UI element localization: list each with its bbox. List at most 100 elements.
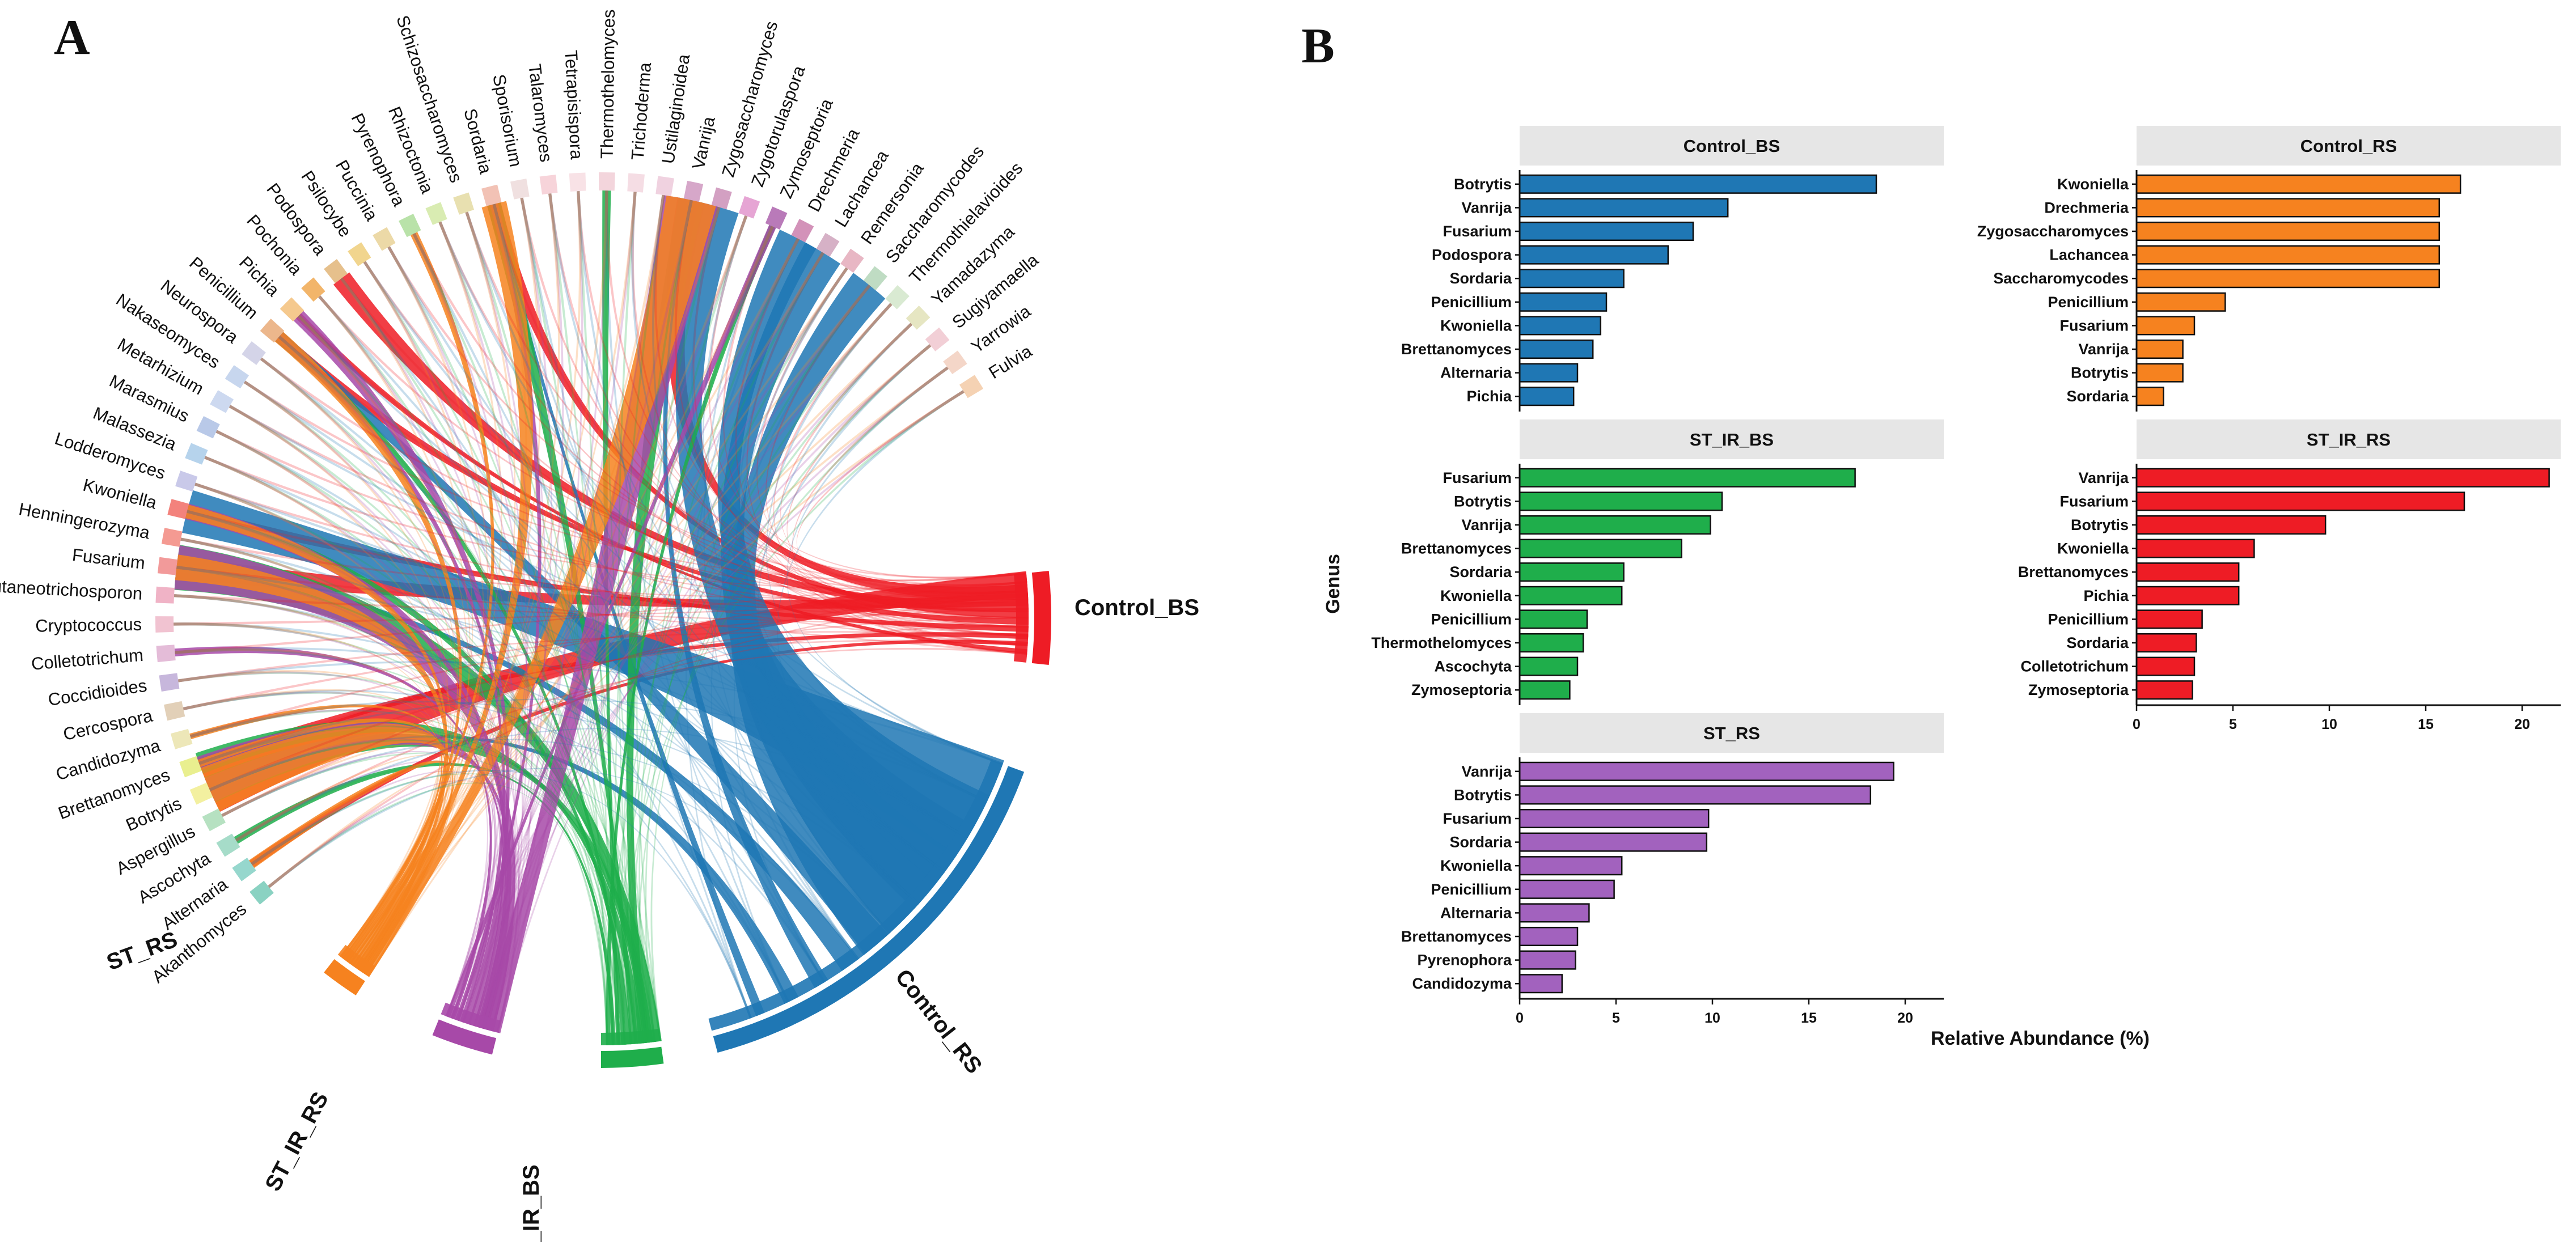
chord-link-pochonia-control-rs — [318, 295, 891, 934]
category-label-st-ir-rs-fusarium: Fusarium — [2059, 493, 2129, 510]
genus-arc-ascochyta — [216, 833, 240, 857]
genus-arc-brettanomyces — [179, 756, 202, 778]
genus-label-cutaneotrichosporon: Cutaneotrichosporon — [0, 575, 143, 604]
category-label-control-bs-botrytis: Botrytis — [1454, 176, 1512, 193]
bar-control-bs-kwoniella — [1518, 316, 1602, 336]
chord-link-remersonia-st-rs — [354, 267, 848, 969]
bar-st-ir-bs-sordaria — [1518, 562, 1625, 582]
genus-arc-aspergillus — [202, 808, 226, 832]
genus-label-coccidioides: Coccidioides — [46, 675, 148, 710]
genus-arc-pichia — [280, 297, 304, 322]
genus-arc-cryptococcus — [155, 616, 174, 633]
chord-ribbon-st-rs-alternaria — [249, 760, 455, 965]
genus-arc-schizosaccharomyces — [453, 192, 475, 215]
category-label-control-rs-fusarium: Fusarium — [2059, 317, 2129, 334]
category-label-st-ir-rs-kwoniella: Kwoniella — [2057, 540, 2129, 557]
category-label-st-rs-brettanomyces: Brettanomyces — [1401, 928, 1512, 945]
genus-label-fusarium: Fusarium — [71, 545, 146, 573]
genus-arc-kwoniella — [167, 499, 189, 519]
genus-arc-lachancea — [816, 232, 840, 257]
genus-arc-sporisorium — [510, 179, 530, 200]
category-label-st-rs-kwoniella: Kwoniella — [1440, 857, 1512, 874]
genus-arc-remersonia — [840, 248, 864, 273]
genus-arc-thermothielavioides — [885, 285, 910, 310]
genus-arc-coccidioides — [159, 673, 180, 692]
bar-st-ir-rs-brettanomyces — [2135, 562, 2240, 582]
category-label-st-ir-bs-penicillium: Penicillium — [1431, 611, 1512, 628]
chord-ribbons — [174, 190, 1029, 1045]
chord-link-sordaria-st-rs — [352, 204, 527, 967]
genus-arc-yarrowia — [943, 350, 967, 375]
x-tick-label-st-rs-5: 5 — [1612, 1010, 1620, 1026]
bar-st-ir-rs-fusarium — [2135, 491, 2465, 511]
genus-arc-thermothelomyces — [598, 172, 615, 191]
chord-link-yamadazyma-control-rs — [758, 323, 920, 905]
genus-label-thermothelomyces: Thermothelomyces — [597, 9, 619, 159]
facet-strip-st-rs — [1520, 713, 1944, 753]
chord-ribbon-control-rs-kwoniella — [182, 490, 1004, 859]
genus-arc-lodderomyces — [175, 470, 198, 492]
chord-link-tetrapisispora-st-ir-bs — [577, 190, 615, 1045]
group-label-control-rs: Control_RS — [890, 965, 987, 1078]
bar-control-rs-zygosaccharomyces — [2135, 221, 2440, 241]
bar-st-rs-sordaria — [1518, 832, 1708, 852]
category-label-control-bs-penicillium: Penicillium — [1431, 294, 1512, 311]
chord-link-zygotorulaspora-control-rs — [702, 215, 946, 874]
bar-st-ir-bs-ascochyta — [1518, 656, 1579, 676]
genus-arc-podospora — [324, 259, 348, 283]
category-label-st-ir-rs-botrytis: Botrytis — [2071, 516, 2129, 533]
chord-link-ascochyta-control-rs — [235, 728, 968, 842]
chord-ribbon-st-ir-rs-zymoseptoria — [446, 224, 776, 1018]
bar-st-rs-vanrija — [1518, 761, 1894, 781]
genus-arc-neurospora — [242, 341, 266, 365]
category-label-control-bs-podospora: Podospora — [1432, 247, 1512, 264]
category-label-st-ir-rs-vanrija: Vanrija — [2078, 469, 2129, 486]
category-label-control-bs-brettanomyces: Brettanomyces — [1401, 341, 1512, 358]
category-label-control-rs-lachancea: Lachancea — [2049, 247, 2129, 264]
category-label-st-ir-rs-penicillium: Penicillium — [2048, 611, 2129, 628]
genus-arc-pochonia — [301, 277, 325, 302]
x-tick-label-st-ir-rs-20: 20 — [2514, 717, 2530, 732]
chord-link-tetrapisispora-control-bs — [577, 190, 1028, 594]
bar-control-bs-sordaria — [1518, 269, 1625, 289]
bar-control-bs-alternaria — [1518, 363, 1579, 383]
genus-arc-nakaseomyces — [225, 365, 249, 389]
category-label-st-ir-bs-brettanomyces: Brettanomyces — [1401, 540, 1512, 557]
category-label-st-rs-sordaria: Sordaria — [1449, 834, 1512, 851]
chord-ribbon-control-bs-podospora — [333, 272, 1029, 613]
facet-control-bs: Control_BSBotrytisVanrijaFusariumPodospo… — [1401, 126, 1944, 412]
chord-ribbon-st-ir-bs-kwoniella — [185, 505, 631, 1045]
category-label-control-rs-sordaria: Sordaria — [2066, 388, 2129, 405]
category-label-st-rs-alternaria: Alternaria — [1440, 904, 1512, 921]
chord-ribbon-st-ir-rs-vanrija — [480, 195, 719, 1033]
x-tick-label-st-ir-rs-5: 5 — [2229, 717, 2237, 732]
category-label-st-ir-rs-sordaria: Sordaria — [2066, 634, 2129, 651]
category-label-st-ir-bs-kwoniella: Kwoniella — [1440, 587, 1512, 604]
category-label-st-rs-candidozyma: Candidozyma — [1412, 975, 1512, 992]
bar-st-ir-bs-zymoseptoria — [1518, 680, 1571, 700]
facet-title-st-rs: ST_RS — [1703, 723, 1760, 743]
chord-link-psilocybe-st-rs — [363, 261, 485, 977]
bar-st-rs-alternaria — [1518, 903, 1590, 923]
category-label-control-bs-sordaria: Sordaria — [1449, 270, 1512, 287]
genus-arc-yamadazyma — [906, 306, 930, 330]
chord-link-cutaneotrichosporon-control-bs — [174, 594, 1029, 628]
genus-label-sporisorium: Sporisorium — [489, 73, 526, 168]
category-label-st-ir-bs-vanrija: Vanrija — [1461, 516, 1512, 533]
facet-strip-control-bs — [1520, 126, 1944, 166]
x-tick-label-st-rs-10: 10 — [1704, 1010, 1720, 1026]
chord-link-trichoderma-st-ir-bs — [617, 192, 638, 1044]
category-label-control-bs-kwoniella: Kwoniella — [1440, 317, 1512, 334]
genus-arc-fulvia — [959, 375, 984, 399]
genus-arc-alternaria — [232, 858, 256, 881]
category-label-control-rs-kwoniella: Kwoniella — [2057, 176, 2129, 193]
bar-st-ir-bs-thermothelomyces — [1518, 633, 1584, 653]
category-label-st-ir-rs-colletotrichum: Colletotrichum — [2020, 658, 2129, 675]
category-label-control-rs-drechmeria: Drechmeria — [2044, 199, 2129, 216]
genus-arc-fusarium — [157, 557, 178, 575]
group-inner-arc-st-ir-bs — [601, 1028, 661, 1045]
chord-arcs — [155, 172, 1051, 1068]
bar-control-rs-botrytis — [2135, 363, 2184, 383]
genus-arc-talaromyces — [539, 175, 558, 195]
category-label-st-ir-rs-zymoseptoria: Zymoseptoria — [2028, 681, 2129, 698]
